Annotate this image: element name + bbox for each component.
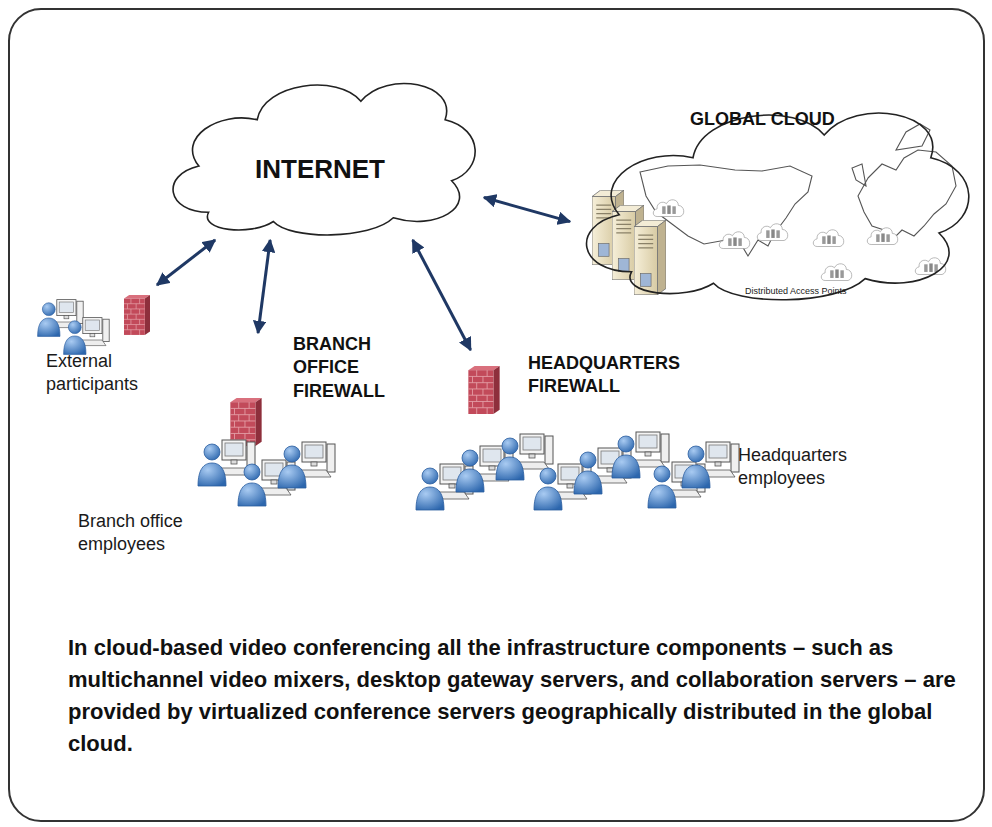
firewall-label: HEADQUARTERS FIREWALL	[528, 352, 693, 399]
group-label: Headquarters employees	[738, 444, 868, 491]
server-towers	[592, 190, 666, 295]
cloud-title: GLOBAL CLOUD	[690, 108, 860, 131]
participant-group: External participants	[28, 285, 178, 403]
internet-cloud: INTERNET	[160, 55, 484, 240]
double-arrow	[258, 240, 270, 333]
double-arrow	[413, 240, 471, 350]
cloud-outline	[160, 55, 484, 240]
cloud-title: INTERNET	[160, 153, 480, 187]
global-cloud: GLOBAL CLOUD Distributed Access Points	[570, 78, 980, 306]
outer-frame	[9, 9, 984, 821]
group-label: External participants	[46, 350, 164, 397]
firewall: BRANCH OFFICE FIREWALL	[228, 333, 428, 448]
double-arrow	[484, 197, 570, 221]
group-label: Branch office employees	[78, 510, 218, 557]
user-workstations	[38, 300, 739, 510]
world-map	[640, 124, 956, 256]
firewall: HEADQUARTERS FIREWALL	[466, 350, 697, 418]
firewall-icons	[124, 295, 500, 446]
distributed-access-points	[653, 200, 945, 281]
map-caption: Distributed Access Points	[745, 286, 875, 298]
firewall-label: BRANCH OFFICE FIREWALL	[293, 333, 398, 403]
caption: In cloud-based video conferencing all th…	[68, 632, 958, 760]
double-arrow	[157, 240, 215, 285]
